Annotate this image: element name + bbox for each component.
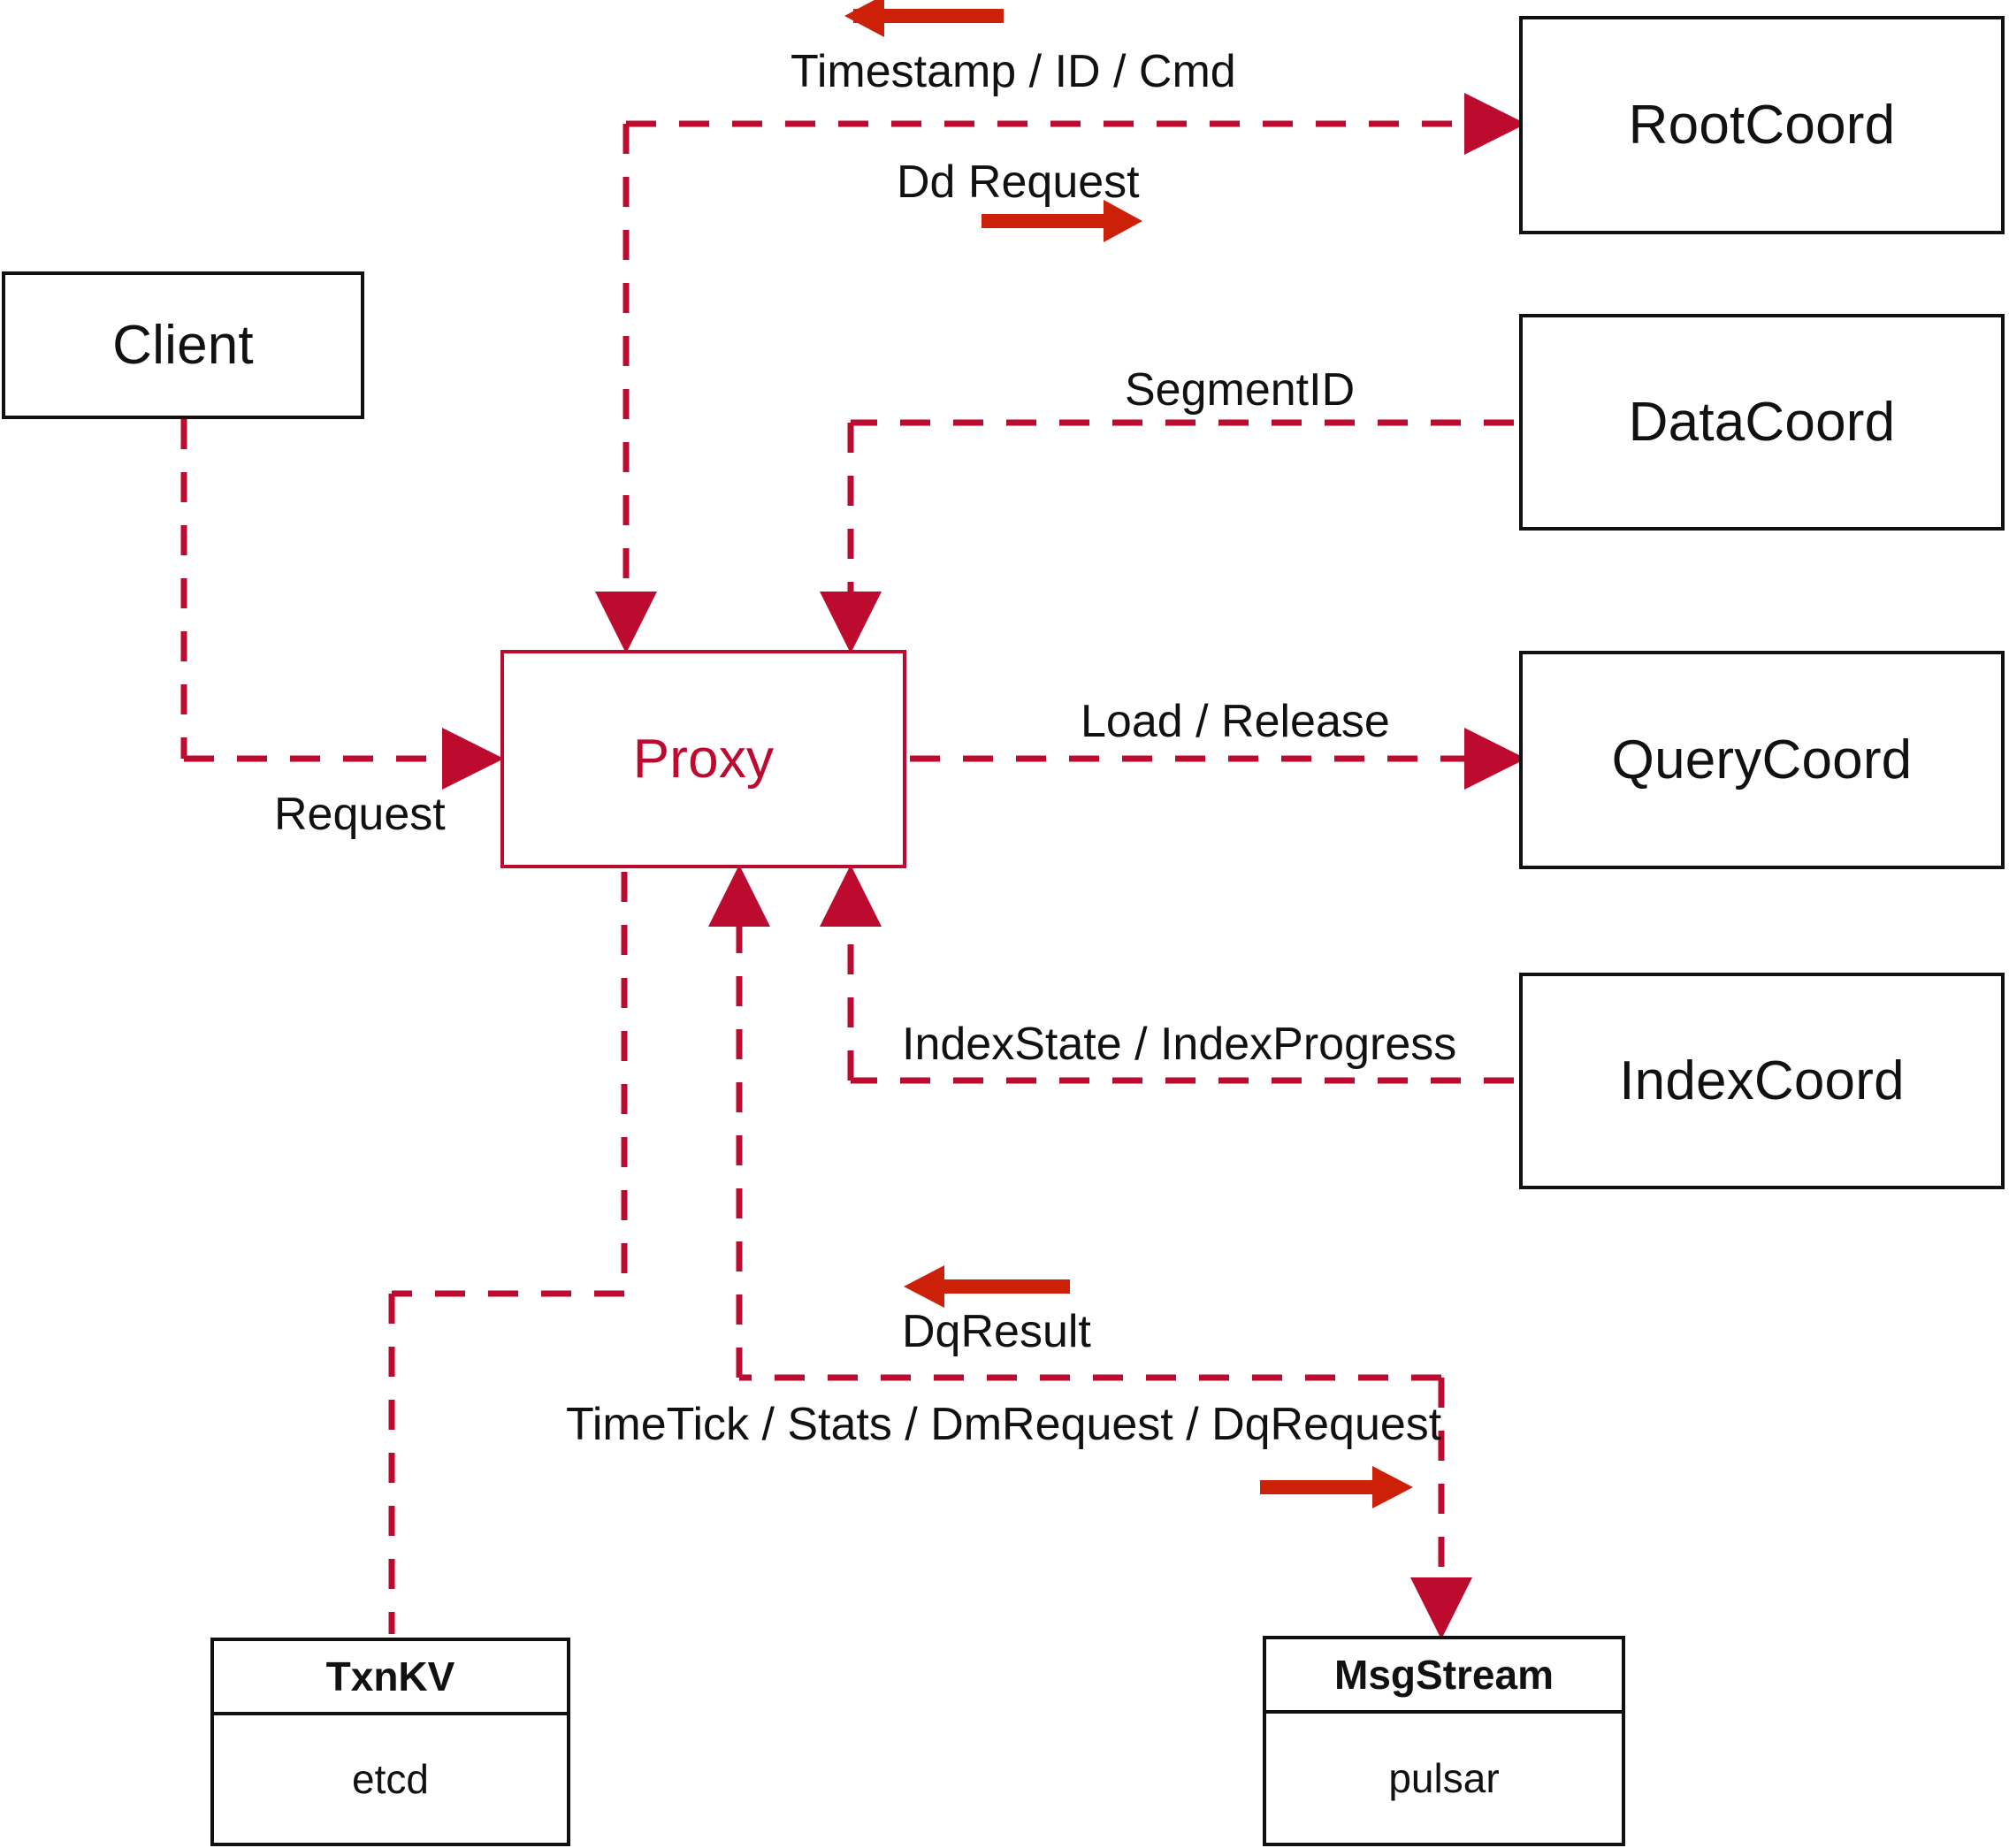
node-client-label: Client <box>112 315 254 376</box>
edge-label-load-release: Load / Release <box>1081 696 1390 747</box>
node-query-coord-label: QueryCoord <box>1611 729 1913 790</box>
edge-request-line <box>180 419 504 790</box>
direction-arrow-dd-request <box>982 200 1142 242</box>
node-index-coord[interactable]: IndexCoord <box>1519 973 2005 1189</box>
store-msgstream-header: MsgStream <box>1266 1639 1622 1714</box>
direction-arrow-timetick <box>1260 1466 1413 1508</box>
edge-segment-id-line <box>820 419 1514 653</box>
node-query-coord[interactable]: QueryCoord <box>1519 651 2005 869</box>
edge-label-index-state-progress: IndexState / IndexProgress <box>902 1019 1457 1070</box>
edge-label-dd-request: Dd Request <box>897 157 1140 208</box>
direction-arrow-timestamp-id-cmd <box>844 0 1004 37</box>
node-proxy-label: Proxy <box>632 729 775 790</box>
edge-dd-request-line <box>595 93 1526 653</box>
node-client[interactable]: Client <box>2 271 364 419</box>
edge-label-timetick-stats-dm-dq: TimeTick / Stats / DmRequest / DqRequest <box>566 1399 1442 1450</box>
node-data-coord[interactable]: DataCoord <box>1519 314 2005 531</box>
node-root-coord[interactable]: RootCoord <box>1519 16 2005 234</box>
store-msgstream-body: pulsar <box>1388 1755 1500 1801</box>
node-index-coord-label: IndexCoord <box>1619 1050 1905 1111</box>
edge-label-dq-result: DqResult <box>902 1306 1091 1357</box>
store-txnkv-header: TxnKV <box>214 1641 567 1715</box>
edge-txnkv-line <box>388 872 628 1634</box>
edge-index-state-line <box>820 865 1514 1084</box>
edge-label-timestamp-id-cmd: Timestamp / ID / Cmd <box>791 46 1236 97</box>
node-root-coord-label: RootCoord <box>1628 95 1896 156</box>
node-proxy[interactable]: Proxy <box>500 650 906 868</box>
edge-label-segment-id: SegmentID <box>1125 364 1356 416</box>
store-txnkv[interactable]: TxnKV etcd <box>210 1638 570 1846</box>
node-data-coord-label: DataCoord <box>1628 392 1896 453</box>
direction-arrow-dq-result <box>904 1265 1070 1308</box>
edge-dq-result-line <box>708 865 1441 1381</box>
store-txnkv-body: etcd <box>352 1756 429 1802</box>
edge-label-request: Request <box>274 789 446 840</box>
store-msgstream[interactable]: MsgStream pulsar <box>1263 1636 1625 1846</box>
